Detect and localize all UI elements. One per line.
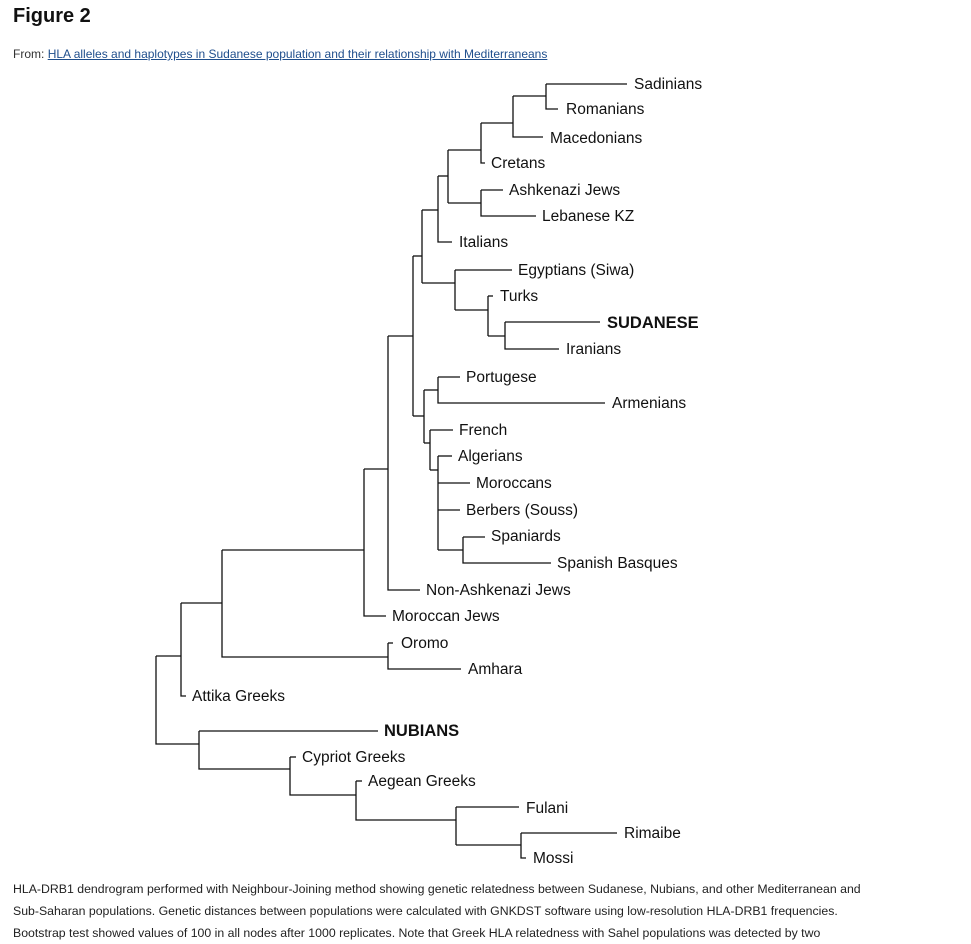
branch: [480, 190, 536, 217]
leaf-labels: Sadinians Romanians Macedonians Cretans …: [192, 76, 702, 867]
branch: [437, 176, 452, 243]
branch: [180, 603, 186, 697]
leaf-label-attika-greeks: Attika Greeks: [192, 688, 285, 705]
leaf-label-algerians: Algerians: [458, 448, 523, 465]
leaf-label-ashkenazi-jews: Ashkenazi Jews: [509, 182, 620, 199]
branch: [387, 336, 420, 591]
caption-line: Bootstrap test showed values of 100 in a…: [13, 926, 821, 940]
branch: [221, 550, 388, 658]
leaf-label-rimaibe: Rimaibe: [624, 825, 681, 842]
leaf-label-cypriot-greeks: Cypriot Greeks: [302, 749, 406, 766]
branch: [480, 123, 485, 164]
leaf-label-macedonians: Macedonians: [550, 130, 642, 147]
leaf-label-italians: Italians: [459, 234, 508, 251]
leaf-label-aegean-greeks: Aegean Greeks: [368, 773, 476, 790]
leaf-label-romanians: Romanians: [566, 101, 645, 118]
dendrogram: Sadinians Romanians Macedonians Cretans …: [155, 76, 702, 867]
leaf-label-armenians: Armenians: [612, 395, 686, 412]
branch: [289, 757, 356, 796]
caption-line: HLA-DRB1 dendrogram performed with Neigh…: [13, 882, 861, 896]
leaf-label-iranians: Iranians: [566, 341, 621, 358]
branch: [462, 537, 551, 564]
leaf-label-nubians: NUBIANS: [384, 722, 459, 740]
branch: [355, 781, 456, 821]
branch: [504, 322, 559, 350]
source-article-link[interactable]: HLA alleles and haplotypes in Sudanese p…: [47, 47, 548, 61]
branch: [363, 469, 386, 617]
branch: [387, 643, 461, 670]
leaf-label-fulani: Fulani: [526, 800, 568, 817]
branch: [198, 731, 290, 770]
leaf-label-spanish-basques: Spanish Basques: [557, 555, 678, 572]
leaf-label-amhara: Amhara: [468, 661, 523, 678]
figure-caption: HLA-DRB1 dendrogram performed with Neigh…: [13, 878, 913, 944]
branch: [520, 833, 526, 859]
leaf-label-egyptians-siwa: Egyptians (Siwa): [518, 262, 634, 279]
leaf-label-non-ashkenazi-jews: Non-Ashkenazi Jews: [426, 582, 571, 599]
leaf-label-mossi: Mossi: [533, 850, 573, 867]
leaf-label-french: French: [459, 422, 507, 439]
leaf-label-moroccans: Moroccans: [476, 475, 552, 492]
leaf-label-moroccan-jews: Moroccan Jews: [392, 608, 500, 625]
leaf-label-sadinians: Sadinians: [634, 76, 702, 93]
branch: [155, 656, 199, 745]
leaf-label-spaniards: Spaniards: [491, 528, 561, 545]
branch: [512, 96, 543, 138]
branch: [545, 84, 558, 110]
leaf-label-cretans: Cretans: [491, 155, 546, 172]
source-line: From: HLA alleles and haplotypes in Suda…: [13, 47, 547, 61]
leaf-label-sudanese: SUDANESE: [607, 314, 699, 332]
leaf-label-turks: Turks: [500, 288, 538, 305]
leaf-label-lebanese-kz: Lebanese KZ: [542, 208, 634, 225]
tree-branches: [155, 83, 627, 859]
leaf-label-portugese: Portugese: [466, 369, 537, 386]
figure-title: Figure 2: [13, 5, 91, 27]
leaf-label-oromo: Oromo: [401, 635, 448, 652]
caption-line: Sub-Saharan populations. Genetic distanc…: [13, 904, 838, 918]
from-prefix: From:: [13, 47, 45, 61]
leaf-label-berbers-souss: Berbers (Souss): [466, 502, 578, 519]
branch: [437, 377, 605, 404]
